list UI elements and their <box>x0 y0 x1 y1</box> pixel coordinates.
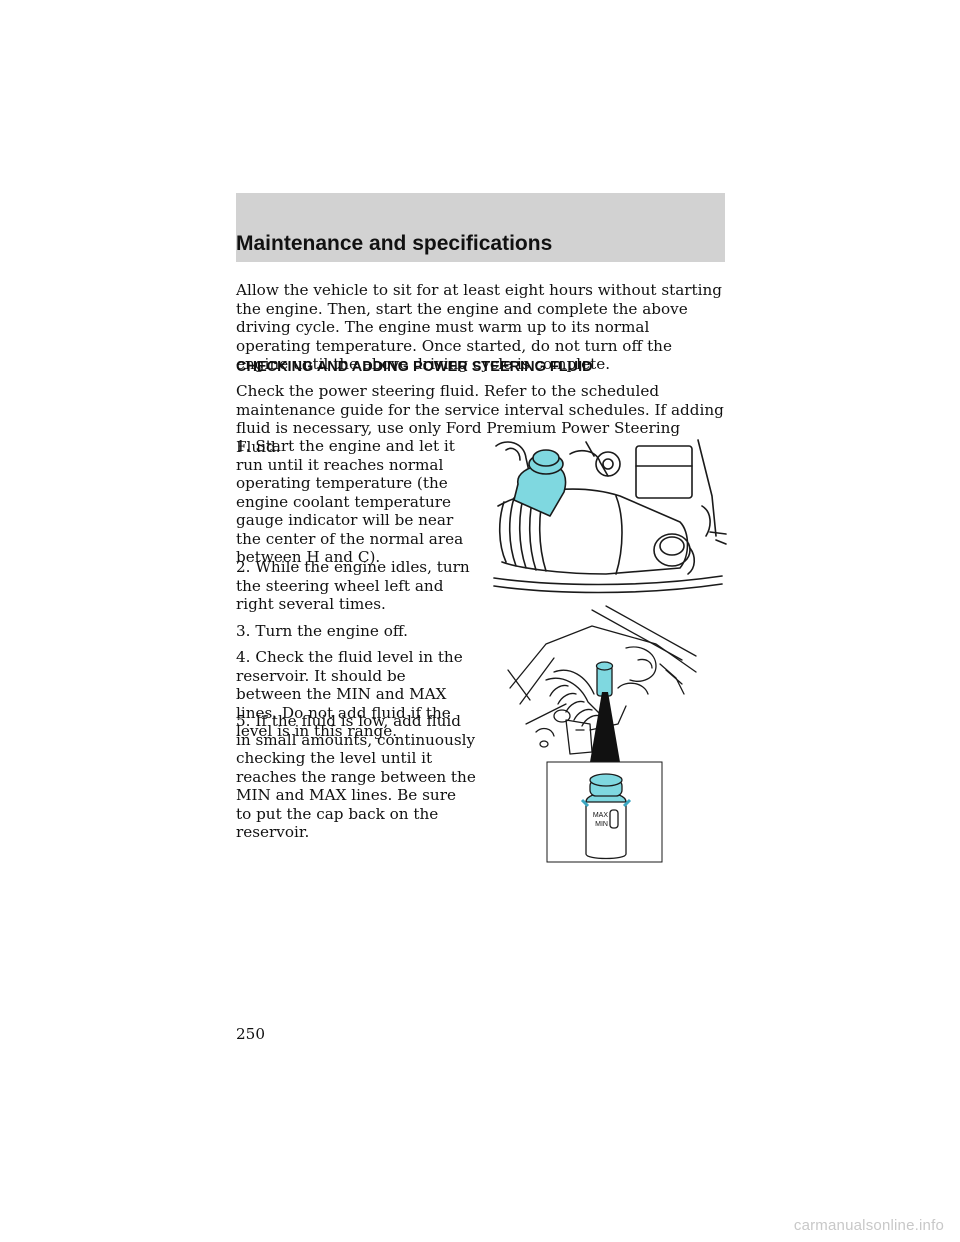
power-steering-heading: CHECKING AND ADDING POWER STEERING FLUID <box>236 359 593 375</box>
header-band <box>236 193 725 262</box>
intro-paragraph: Allow the vehicle to sit for at least ei… <box>236 281 722 373</box>
engine-reservoir-illustration <box>493 439 727 594</box>
step-2: 2. While the engine idles, turn the stee… <box>236 558 470 613</box>
step-1: 1. Start the engine and let it run until… <box>236 437 464 566</box>
page-section-title: Maintenance and specifications <box>236 232 553 255</box>
min-level-label: MIN <box>595 821 608 828</box>
step-3: 3. Turn the engine off. <box>236 622 408 640</box>
max-level-label: MAX <box>593 812 609 819</box>
step-5: 5. If the fluid is low, add fluid in sma… <box>236 712 476 841</box>
power-steering-paragraph: Check the power steering fluid. Refer to… <box>236 382 724 456</box>
page-number: 250 <box>236 1025 265 1043</box>
step-4: 4. Check the fluid level in the reservoi… <box>236 648 463 740</box>
watermark: carmanualsonline.info <box>793 1217 944 1234</box>
reservoir-level-illustration: MAX MIN <box>507 605 697 863</box>
